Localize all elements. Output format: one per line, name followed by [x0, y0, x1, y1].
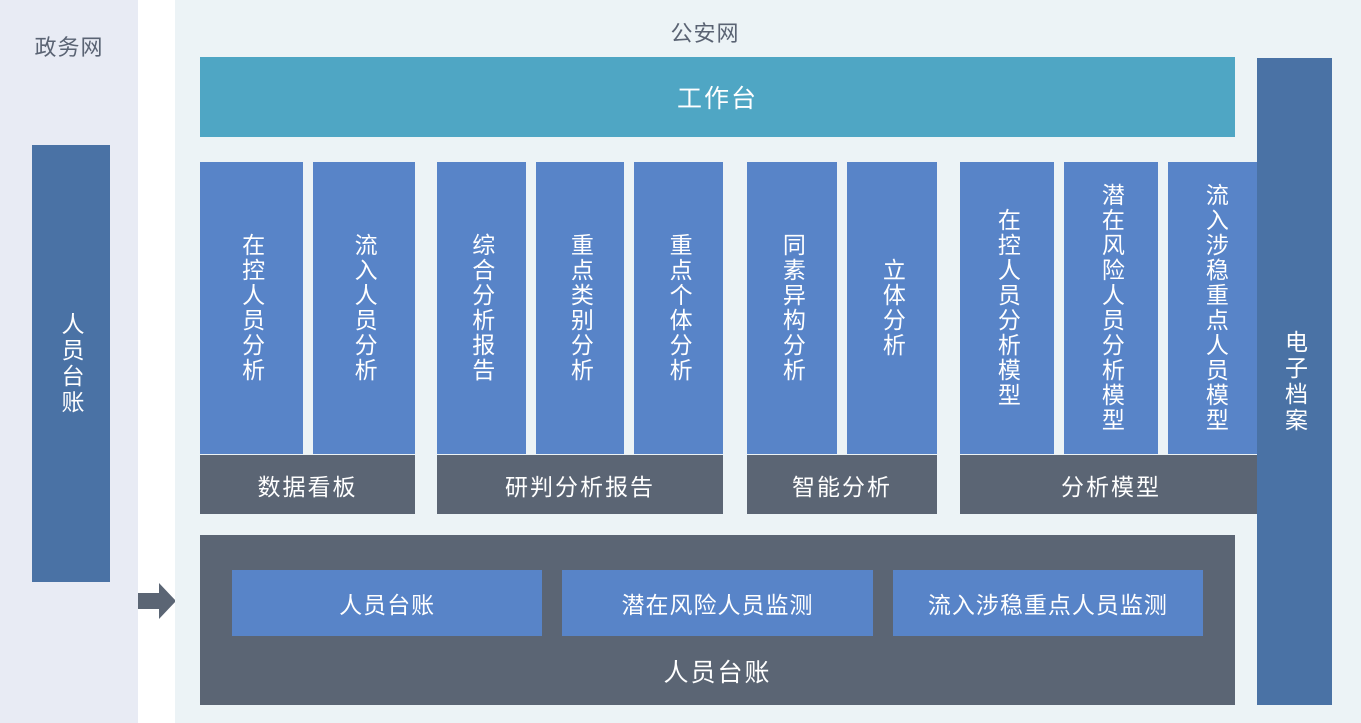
card-inflow-key-stability-personnel-model[interactable]: 流入涉稳重点人员模型: [1168, 162, 1262, 454]
group-cards: 在控人员分析 流入人员分析: [200, 162, 415, 454]
personnel-ledger-caption: 人员台账: [663, 659, 772, 687]
card-inflow-personnel-analysis[interactable]: 流入人员分析: [312, 162, 415, 454]
card-comprehensive-analysis-report[interactable]: 综合分析报告: [437, 162, 526, 454]
public-security-network-panel: 公安网 工作台 在控人员分析 流入人员分析 数据看板 综合分析报告 重点类别分析…: [175, 0, 1361, 723]
card-isomerism-analysis[interactable]: 同素异构分析: [747, 162, 837, 454]
electronic-archive-bar[interactable]: 电子档案: [1257, 58, 1332, 705]
card-controlled-personnel-analysis-model[interactable]: 在控人员分析模型: [960, 162, 1054, 454]
group-cards: 综合分析报告 重点类别分析 重点个体分析: [437, 162, 724, 454]
group-footer-data-dashboard: 数据看板: [200, 455, 415, 514]
group-data-dashboard: 在控人员分析 流入人员分析 数据看板: [200, 162, 415, 514]
group-cards: 同素异构分析 立体分析: [747, 162, 937, 454]
group-footer-analysis-models: 分析模型: [960, 455, 1262, 514]
government-personnel-ledger-bar[interactable]: 人员台账: [32, 145, 110, 582]
card-potential-risk-personnel-analysis-model[interactable]: 潜在风险人员分析模型: [1064, 162, 1158, 454]
tile-personnel-ledger[interactable]: 人员台账: [232, 570, 543, 636]
tile-potential-risk-personnel-monitoring[interactable]: 潜在风险人员监测: [562, 570, 873, 636]
group-cards: 在控人员分析模型 潜在风险人员分析模型 流入涉稳重点人员模型: [960, 162, 1262, 454]
arrow-right-icon: [138, 583, 176, 619]
card-key-category-analysis[interactable]: 重点类别分析: [535, 162, 625, 454]
card-controlled-personnel-analysis[interactable]: 在控人员分析: [200, 162, 303, 454]
group-analysis-models: 在控人员分析模型 潜在风险人员分析模型 流入涉稳重点人员模型 分析模型: [960, 162, 1262, 514]
group-intelligent-analysis: 同素异构分析 立体分析 智能分析: [747, 162, 937, 514]
card-key-individual-analysis[interactable]: 重点个体分析: [634, 162, 724, 454]
public-security-network-title: 公安网: [670, 21, 740, 46]
personnel-ledger-tiles: 人员台账 潜在风险人员监测 流入涉稳重点人员监测: [232, 570, 1203, 636]
personnel-ledger-section: 人员台账 潜在风险人员监测 流入涉稳重点人员监测 人员台账: [200, 535, 1235, 705]
group-footer-judgment-analysis-report: 研判分析报告: [437, 455, 723, 514]
tile-inflow-key-stability-personnel-monitoring[interactable]: 流入涉稳重点人员监测: [892, 570, 1203, 636]
group-judgment-analysis-report: 综合分析报告 重点类别分析 重点个体分析 研判分析报告: [437, 162, 724, 514]
government-network-panel: 政务网 人员台账: [0, 0, 138, 723]
government-network-title: 政务网: [34, 35, 104, 60]
workbench-bar[interactable]: 工作台: [200, 57, 1235, 137]
analysis-groups-row: 在控人员分析 流入人员分析 数据看板 综合分析报告 重点类别分析 重点个体分析 …: [200, 162, 1262, 514]
group-footer-intelligent-analysis: 智能分析: [747, 455, 937, 514]
card-stereoscopic-analysis[interactable]: 立体分析: [847, 162, 937, 454]
